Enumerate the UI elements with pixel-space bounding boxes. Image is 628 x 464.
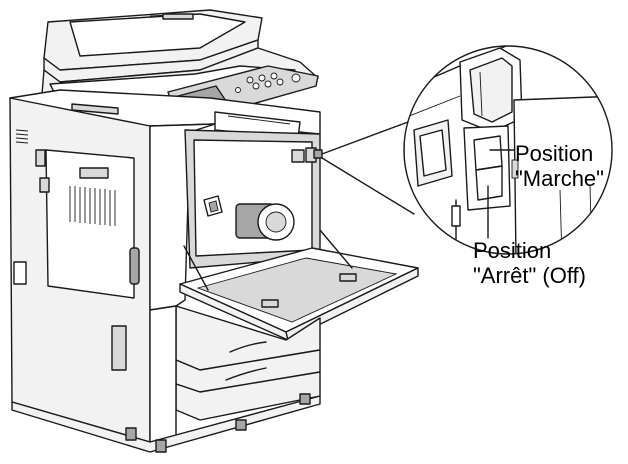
callout-on-line2: "Marche"	[515, 166, 604, 191]
callout-off-line2: "Arrêt" (Off)	[473, 263, 586, 288]
printer-body	[9, 89, 323, 443]
document-feeder	[43, 9, 263, 83]
paper-trays	[11, 305, 321, 453]
callout-off-line1: Position	[473, 238, 552, 263]
front-cover-open	[179, 229, 419, 341]
callout-on-line1: Position	[515, 141, 594, 166]
callout-off-position: Position "Arrêt" (Off)	[473, 238, 586, 288]
callout-on-position: Position "Marche"	[515, 141, 604, 191]
callout-leaders	[321, 121, 415, 215]
magnified-power-switch	[403, 45, 613, 255]
